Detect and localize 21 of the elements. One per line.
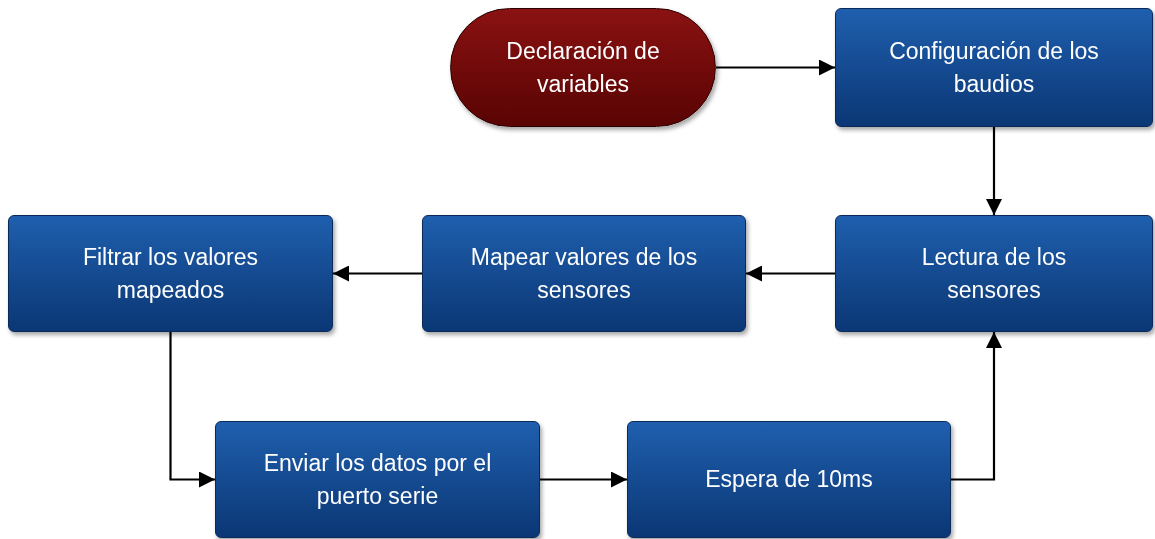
process-box xyxy=(215,421,540,538)
arrow xyxy=(169,332,215,488)
node-label: Declaración de variables xyxy=(505,36,661,99)
node-label: Mapear valores de los sensores xyxy=(469,242,699,305)
process-box xyxy=(8,215,333,332)
arrow xyxy=(951,332,1002,481)
node-label: Filtrar los valores mapeados xyxy=(81,242,260,305)
process-box xyxy=(422,215,746,332)
node-label: Lectura de los sensores xyxy=(920,242,1068,305)
start-terminal xyxy=(450,8,716,127)
arrow xyxy=(540,471,627,488)
arrow xyxy=(986,127,1002,215)
process-box xyxy=(835,8,1153,127)
arrow xyxy=(333,265,422,282)
arrow xyxy=(746,265,835,282)
process-box xyxy=(627,421,951,538)
node-label: Enviar los datos por el puerto serie xyxy=(262,448,493,511)
node-label: Configuración de los baudios xyxy=(888,36,1100,99)
process-box xyxy=(835,215,1153,332)
node-label: Espera de 10ms xyxy=(705,465,873,494)
arrow xyxy=(716,59,835,76)
